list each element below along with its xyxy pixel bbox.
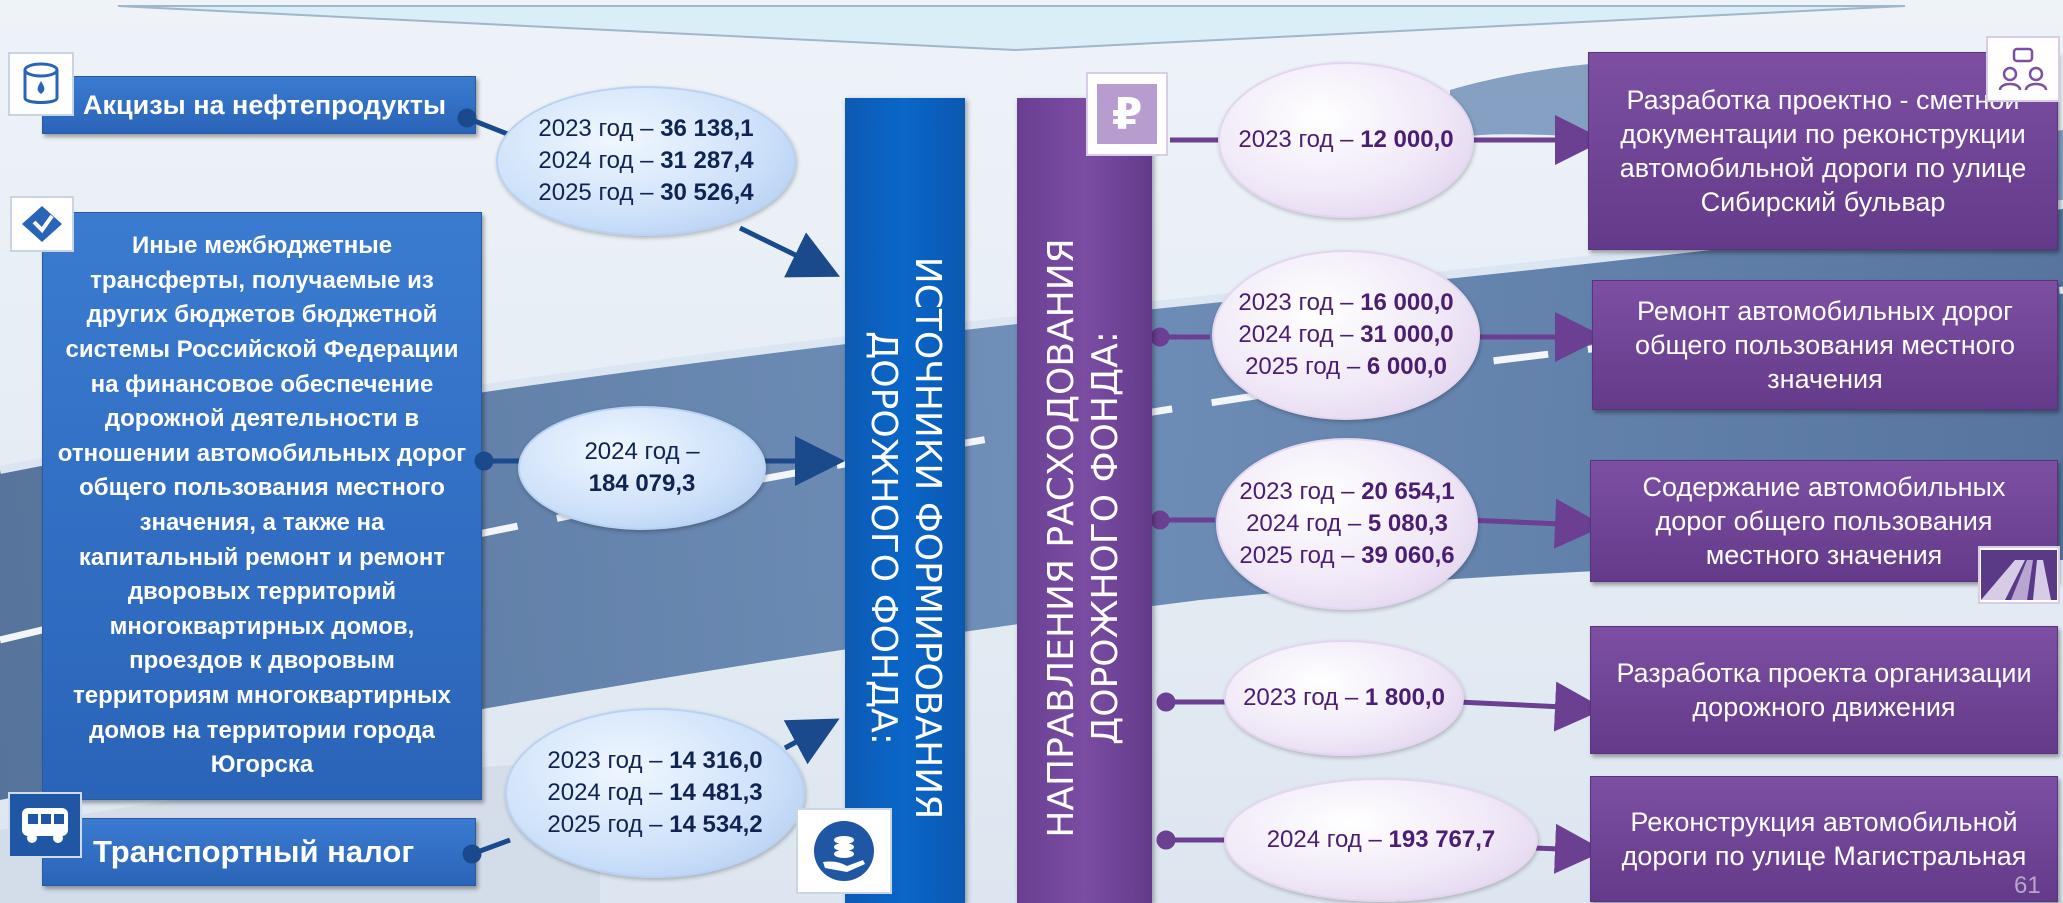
direction-2-values: 2023 год – 16 000,0 2024 год – 31 000,0 … [1212,250,1480,420]
direction-1-box: Разработка проектно - сметной документац… [1588,52,2058,250]
fund-sources-title: ИСТОЧНИКИ ФОРМИРОВАНИЯ ДОРОЖНОГО ФОНДА: [863,256,948,820]
value-row: 2025 год – 6 000,0 [1245,353,1447,380]
fund-directions-title: НАПРАВЛЕНИЯ РАСХОДОВАНИЯ ДОРОЖНОГО ФОНДА… [1041,238,1126,838]
value-row: 2023 год – 16 000,0 [1238,289,1454,316]
direction-5-box: Реконструкция автомобильной дороги по ул… [1590,776,2058,902]
value-row: 184 079,3 [588,470,696,497]
value-row: 2024 год – [584,438,700,465]
value-row: 2023 год – 36 138,1 [538,115,754,142]
direction-3-values: 2023 год – 20 654,1 2024 год – 5 080,3 2… [1216,438,1478,610]
direction-5-values: 2024 год – 193 767,7 [1224,778,1538,902]
value-row: 2024 год – 5 080,3 [1246,510,1448,537]
direction-4-label: Разработка проекта организации дорожного… [1616,658,2032,722]
source-excise-label: Акцизы на нефтепродукты [83,89,447,120]
page-number: 61 [2014,872,2041,899]
value-row: 2024 год – 31 287,4 [538,147,754,174]
people-chat-icon [1986,36,2060,102]
source-excise-box: Акцизы на нефтепродукты [42,76,476,134]
direction-4-box: Разработка проекта организации дорожного… [1590,626,2058,754]
value-row: 2025 год – 30 526,4 [538,179,754,206]
value-row: 2023 год – 12 000,0 [1238,126,1454,153]
direction-2-box: Ремонт автомобильных дорог общего пользо… [1592,280,2058,410]
source-transfers-values: 2024 год – 184 079,3 [518,406,766,530]
value-row: 2024 год – 193 767,7 [1266,826,1496,853]
source-transport-tax-label: Транспортный налог [93,834,415,869]
value-row: 2024 год – 31 000,0 [1238,321,1454,348]
bus-icon [8,792,82,858]
coins-hand-icon [796,808,892,894]
value-row: 2023 год – 1 800,0 [1243,684,1445,711]
road-icon [1978,546,2060,604]
ruble-icon: ₽ [1086,72,1168,156]
source-transport-tax-values: 2023 год – 14 316,0 2024 год – 14 481,3 … [505,708,805,878]
source-transfers-box: Иные межбюджетные трансферты, получаемые… [42,212,482,800]
fund-directions-banner: НАПРАВЛЕНИЯ РАСХОДОВАНИЯ ДОРОЖНОГО ФОНДА… [1017,98,1152,903]
source-transport-tax-box: Транспортный налог [42,818,476,886]
value-row: 2025 год – 39 060,6 [1239,542,1455,569]
value-row: 2025 год – 14 534,2 [547,811,763,838]
source-excise-values: 2023 год – 36 138,1 2024 год – 31 287,4 … [496,86,796,236]
oil-barrel-icon [8,52,74,116]
direction-1-values: 2023 год – 12 000,0 [1218,62,1474,218]
diamond-document-icon [10,196,74,252]
source-transfers-label: Иные межбюджетные трансферты, получаемые… [57,232,467,779]
direction-4-values: 2023 год – 1 800,0 [1224,640,1464,756]
value-row: 2023 год – 20 654,1 [1239,478,1455,505]
fund-sources-banner: ИСТОЧНИКИ ФОРМИРОВАНИЯ ДОРОЖНОГО ФОНДА: [845,98,965,903]
direction-5-label: Реконструкция автомобильной дороги по ул… [1621,807,2027,871]
value-row: 2024 год – 14 481,3 [547,779,763,806]
direction-1-label: Разработка проектно - сметной документац… [1619,85,2027,217]
direction-2-label: Ремонт автомобильных дорог общего пользо… [1635,296,2015,394]
direction-3-label: Содержание автомобильных дорог общего по… [1642,472,2006,570]
value-row: 2023 год – 14 316,0 [547,747,763,774]
